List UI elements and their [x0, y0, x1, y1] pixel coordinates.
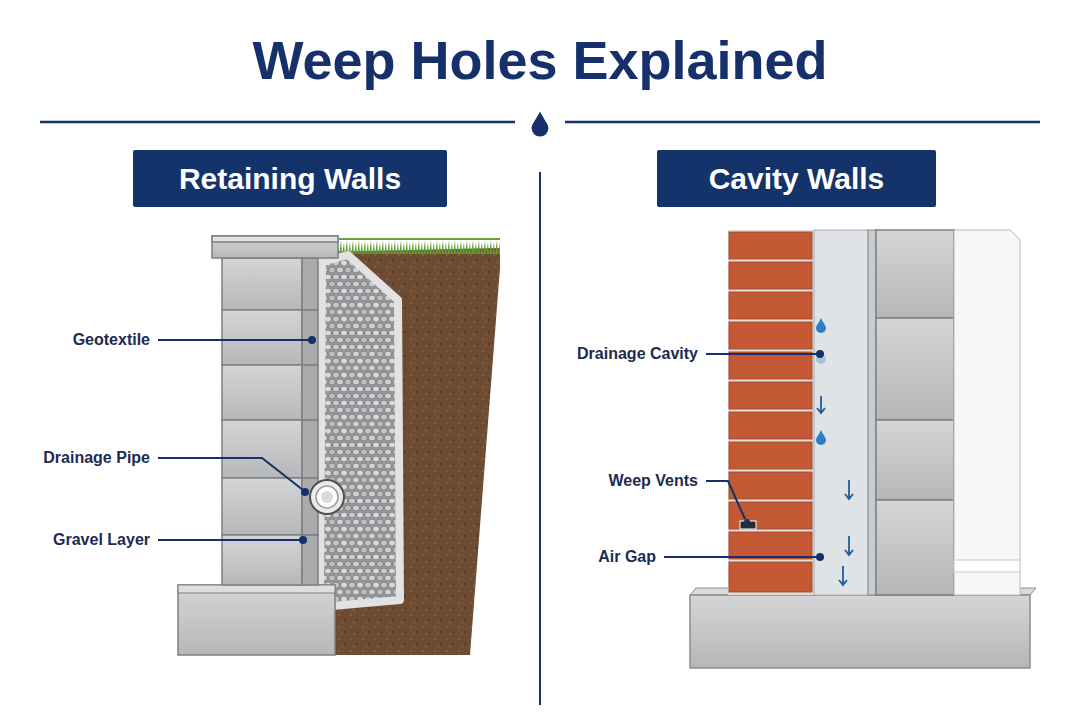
cavity-wall-illustration — [868, 230, 876, 595]
part-label: Geotextile — [73, 330, 150, 350]
retaining-wall-illustration — [321, 491, 333, 503]
cavity-wall-illustration — [845, 536, 853, 555]
cavity-wall-illustration — [817, 396, 853, 585]
leader-dot — [299, 336, 824, 561]
retaining-wall-illustration — [222, 478, 302, 535]
retaining-wall-illustration — [222, 310, 302, 365]
leader-dot — [816, 350, 824, 358]
part-label: Drainage Cavity — [577, 344, 698, 364]
leader-line — [706, 353, 817, 355]
section-header: Retaining Walls — [133, 150, 447, 207]
title-rule — [40, 121, 515, 124]
retaining-wall-illustration — [302, 258, 318, 310]
retaining-wall-illustration — [330, 238, 500, 254]
cavity-wall-illustration — [954, 230, 1020, 595]
retaining-wall-illustration — [316, 486, 338, 508]
title-rule — [565, 121, 1040, 124]
part-label: Weep Vents — [608, 471, 698, 491]
retaining-wall-illustration — [178, 236, 500, 655]
cavity-wall-illustration — [729, 232, 812, 259]
retaining-wall-illustration — [320, 255, 400, 606]
cavity-wall-illustration — [690, 230, 1036, 668]
cavity-wall-illustration — [729, 562, 812, 592]
leader-dot — [299, 536, 307, 544]
leader-line — [706, 481, 745, 519]
leader-dot — [301, 488, 309, 496]
leader-line — [158, 340, 817, 557]
part-label: Air Gap — [598, 547, 656, 567]
cavity-wall-illustration — [816, 430, 826, 445]
cavity-wall-illustration — [876, 318, 954, 420]
cavity-wall-illustration — [845, 480, 853, 499]
cavity-wall-illustration — [954, 560, 1020, 572]
leader-line — [158, 339, 309, 341]
retaining-wall-illustration — [222, 365, 302, 420]
cavity-wall-illustration — [814, 230, 868, 595]
retaining-wall-illustration — [212, 236, 338, 258]
title-rule — [532, 111, 549, 136]
cavity-wall-illustration — [729, 292, 812, 319]
retaining-wall-illustration — [310, 480, 344, 514]
leader-dot — [744, 519, 750, 525]
cavity-wall-illustration — [729, 532, 812, 559]
retaining-wall-illustration — [178, 585, 335, 655]
retaining-wall-illustration — [302, 365, 318, 420]
cavity-wall-illustration — [729, 382, 812, 409]
part-label: Drainage Pipe — [43, 448, 150, 468]
section-header: Cavity Walls — [657, 150, 936, 207]
cavity-wall-illustration — [876, 230, 954, 595]
cavity-wall-illustration — [876, 230, 954, 318]
cavity-wall-illustration — [729, 232, 812, 592]
retaining-wall-illustration — [212, 236, 338, 585]
part-label: Gravel Layer — [53, 530, 150, 550]
section-header-text: Cavity Walls — [709, 161, 885, 197]
cavity-wall-illustration — [816, 318, 826, 333]
retaining-wall-illustration — [302, 420, 318, 478]
cavity-wall-illustration — [690, 595, 1030, 668]
cavity-wall-illustration — [816, 318, 826, 445]
cavity-wall-illustration — [729, 472, 812, 499]
cavity-wall-illustration — [876, 500, 954, 595]
cavity-wall-illustration — [729, 412, 812, 439]
section-header-text: Retaining Walls — [179, 161, 401, 197]
cavity-wall-illustration — [817, 396, 825, 413]
retaining-wall-illustration — [222, 420, 302, 478]
cavity-wall-illustration — [876, 420, 954, 500]
leader-line — [158, 458, 303, 490]
retaining-wall-illustration — [222, 535, 302, 585]
retaining-wall-illustration — [178, 585, 335, 593]
cavity-wall-illustration — [729, 352, 812, 379]
leader-line — [158, 539, 300, 541]
title-rule — [40, 111, 1040, 136]
leader-dot — [816, 553, 824, 561]
cavity-wall-illustration — [729, 322, 812, 349]
cavity-wall-illustration — [816, 349, 826, 364]
retaining-wall-illustration — [302, 310, 318, 365]
divider-line — [539, 172, 541, 705]
cavity-wall-illustration — [729, 442, 812, 469]
leader-line — [664, 556, 817, 558]
retaining-wall-illustration — [212, 236, 338, 242]
retaining-wall-illustration — [222, 258, 302, 310]
leader-dot — [308, 336, 316, 344]
diagram-title: Weep Holes Explained — [0, 28, 1080, 92]
cavity-wall-illustration — [839, 566, 847, 585]
cavity-wall-illustration — [729, 502, 812, 529]
cavity-wall-illustration — [729, 262, 812, 289]
cavity-wall-illustration — [728, 230, 814, 595]
